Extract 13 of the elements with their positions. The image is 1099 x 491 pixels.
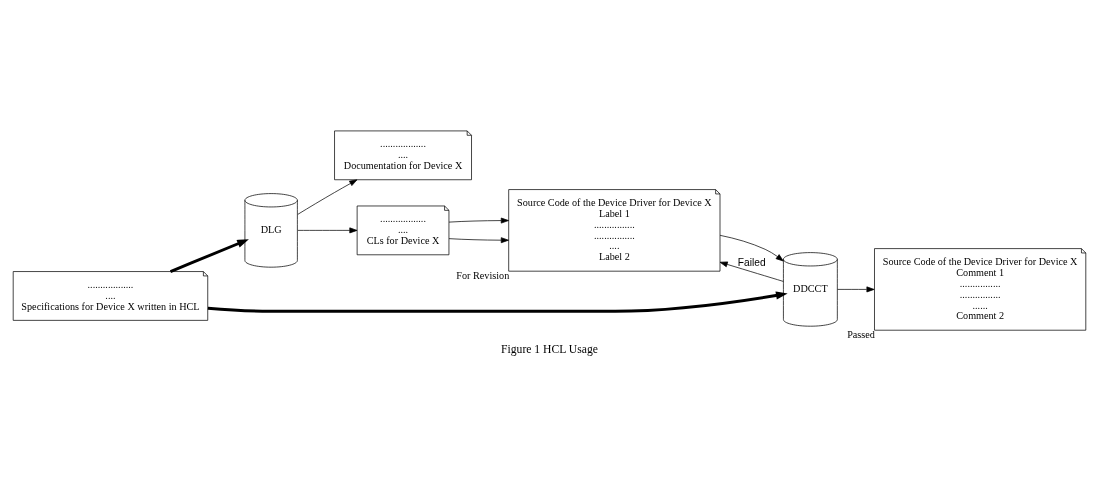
- arrow: [297, 179, 358, 215]
- arrow: [448, 237, 509, 244]
- caption: Figure 1 HCL Usage: [501, 343, 598, 357]
- arrow: [719, 234, 784, 262]
- node-label: For Revision: [456, 270, 510, 282]
- arrow: [169, 239, 249, 273]
- arrow: [207, 291, 788, 313]
- arrow: [837, 286, 875, 293]
- edge-label: Failed: [737, 256, 766, 268]
- arrow: [448, 217, 509, 224]
- arrow: [719, 261, 784, 282]
- node-label: Passed: [847, 329, 875, 341]
- arrow: [297, 227, 358, 234]
